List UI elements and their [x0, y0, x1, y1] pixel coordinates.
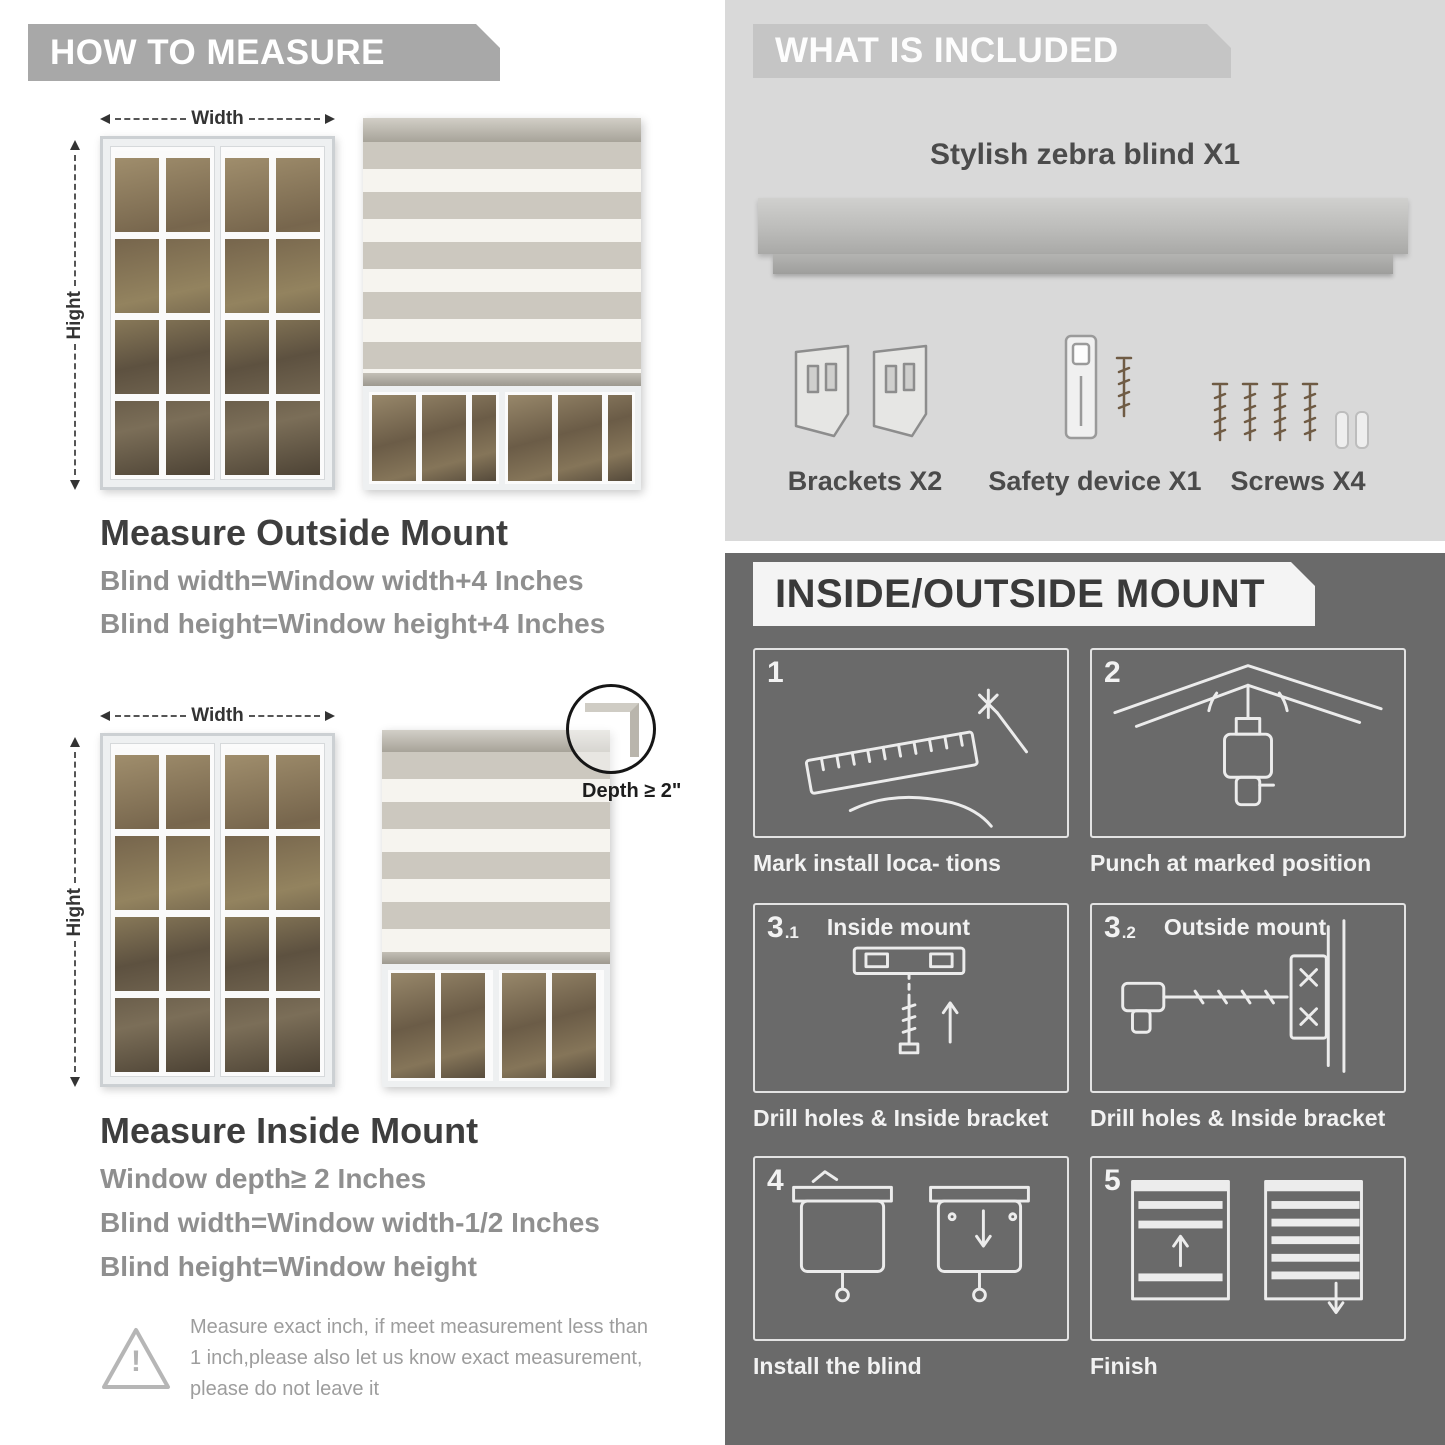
warning-text: Measure exact inch, if meet measurement …	[190, 1316, 648, 1400]
step-3-2-subnumber: .2	[1121, 923, 1136, 942]
warning-exclamation: !	[131, 1344, 141, 1378]
depth-callout-label: Depth ≥ 2"	[582, 780, 682, 802]
what-is-included-banner: WHAT IS INCLUDED	[753, 24, 1231, 78]
inside-mount-line2: Blind width=Window width-1/2 Inches	[100, 1207, 600, 1238]
outside-mount-line1: Blind width=Window width+4 Inches	[100, 565, 584, 596]
depth-magnifier-icon	[566, 684, 656, 774]
zebra-blind-count-label: Stylish zebra blind X1	[929, 138, 1241, 171]
blind-headrail-image	[758, 198, 1408, 254]
measure-warning: ! Measure exact inch, if meet measuremen…	[100, 1312, 648, 1405]
brackets-label: Brackets X2	[787, 466, 943, 496]
arrow-left-icon	[100, 711, 110, 721]
blind-rail	[363, 373, 641, 386]
inside-mount-line3: Blind height=Window height	[100, 1251, 477, 1282]
drill-ceiling-illustration	[1113, 664, 1383, 807]
outside-zebra-blind-figure	[363, 118, 641, 490]
blind-rail	[382, 952, 610, 964]
step-5-number: 5	[1104, 1164, 1121, 1197]
arrow-down-icon	[70, 480, 80, 491]
install-blind-illustration	[792, 1170, 1030, 1303]
mount-guide-title: INSIDE/OUTSIDE MOUNT	[775, 571, 1266, 616]
step-5-box: 5	[1090, 1156, 1406, 1341]
step-3-1-subnumber: .1	[784, 923, 799, 942]
screws-label: Screws X4	[1230, 466, 1366, 496]
blind-stripes	[382, 752, 610, 952]
window-peek	[363, 386, 641, 490]
window-peek	[382, 964, 610, 1087]
step-2-caption: Punch at marked position	[1090, 850, 1372, 876]
safety-device-label: Safety device X1	[988, 466, 1202, 496]
how-to-measure-banner: HOW TO MEASURE	[28, 24, 500, 81]
inside-width-arrow: Width	[100, 703, 335, 729]
arrow-down-icon	[70, 1077, 80, 1088]
arrow-up-icon	[70, 140, 80, 150]
inside-width-label: Width	[191, 705, 244, 726]
step-3-2-caption: Drill holes & Inside bracket	[1090, 1105, 1386, 1131]
ruler-mark-illustration	[804, 688, 1028, 828]
step-5: 5	[1090, 1156, 1406, 1380]
what-is-included-title: WHAT IS INCLUDED	[775, 31, 1119, 70]
warning-triangle-icon: !	[100, 1325, 172, 1393]
outside-width-arrow: Width	[100, 106, 335, 132]
inside-height-label: Hight	[64, 887, 85, 937]
step-4: 4 Install	[753, 1156, 1069, 1380]
arrow-up-icon	[70, 737, 80, 747]
mount-guide-banner: INSIDE/OUTSIDE MOUNT	[753, 562, 1315, 626]
step-4-caption: Install the blind	[753, 1353, 922, 1379]
step-1-caption: Mark install loca- tions	[753, 850, 1001, 876]
step-1: 1	[753, 648, 1069, 877]
window-sash	[110, 146, 215, 480]
window-sash	[110, 743, 215, 1077]
step-3-1-caption: Drill holes & Inside bracket	[753, 1105, 1049, 1131]
outside-height-arrow: Hight	[62, 140, 88, 491]
arrow-left-icon	[100, 114, 110, 124]
outside-width-label: Width	[191, 108, 244, 129]
step-2: 2 Punch at marked position	[1090, 648, 1406, 877]
arrow-right-icon	[325, 114, 335, 124]
outside-height-label: Hight	[64, 290, 85, 340]
step-4-number: 4	[767, 1164, 784, 1197]
window-sash	[220, 146, 325, 480]
step-3-2-box: 3 .2 Outside mount	[1090, 903, 1406, 1093]
inside-zebra-blind-figure	[382, 730, 610, 1087]
inside-height-arrow: Hight	[62, 737, 88, 1088]
outside-window-figure	[100, 136, 335, 490]
step-3-2-label: Outside mount	[1163, 914, 1327, 940]
step-1-box: 1	[753, 648, 1069, 838]
blind-cassette	[363, 118, 641, 142]
step-3-2-number: 3	[1104, 911, 1121, 944]
step-3-1-box: 3 .1 Inside mount	[753, 903, 1069, 1093]
outside-mount-title: Measure Outside Mount	[100, 512, 509, 553]
step-5-caption: Finish	[1090, 1353, 1158, 1379]
blind-stripes	[363, 142, 641, 373]
window-sash	[220, 743, 325, 1077]
step-4-box: 4	[753, 1156, 1069, 1341]
screws-icon	[1211, 382, 1369, 449]
inside-window-figure	[100, 733, 335, 1087]
step-3-1-label: Inside mount	[826, 914, 970, 940]
step-1-number: 1	[767, 656, 784, 689]
inside-mount-title: Measure Inside Mount	[100, 1110, 479, 1151]
step-2-number: 2	[1104, 656, 1121, 689]
brackets-icon	[794, 344, 928, 438]
step-3-1: 3 .1 Inside mount	[753, 903, 1069, 1132]
finish-blinds-illustration	[1131, 1180, 1363, 1315]
inside-mount-line1: Window depth≥ 2 Inches	[100, 1163, 427, 1194]
blind-headrail-lip	[773, 254, 1393, 274]
step-3-1-number: 3	[767, 911, 784, 944]
step-2-box: 2	[1090, 648, 1406, 838]
outside-mount-line2: Blind height=Window height+4 Inches	[100, 608, 606, 639]
inside-bracket-screw-illustration	[852, 946, 966, 1055]
outside-bracket-drill-illustration	[1121, 919, 1346, 1073]
how-to-measure-title: HOW TO MEASURE	[50, 32, 385, 72]
blind-cassette	[382, 730, 610, 752]
safety-device-icon	[1064, 334, 1133, 440]
step-3-2: 3 .2 Outside mount	[1090, 903, 1406, 1132]
arrow-right-icon	[325, 711, 335, 721]
